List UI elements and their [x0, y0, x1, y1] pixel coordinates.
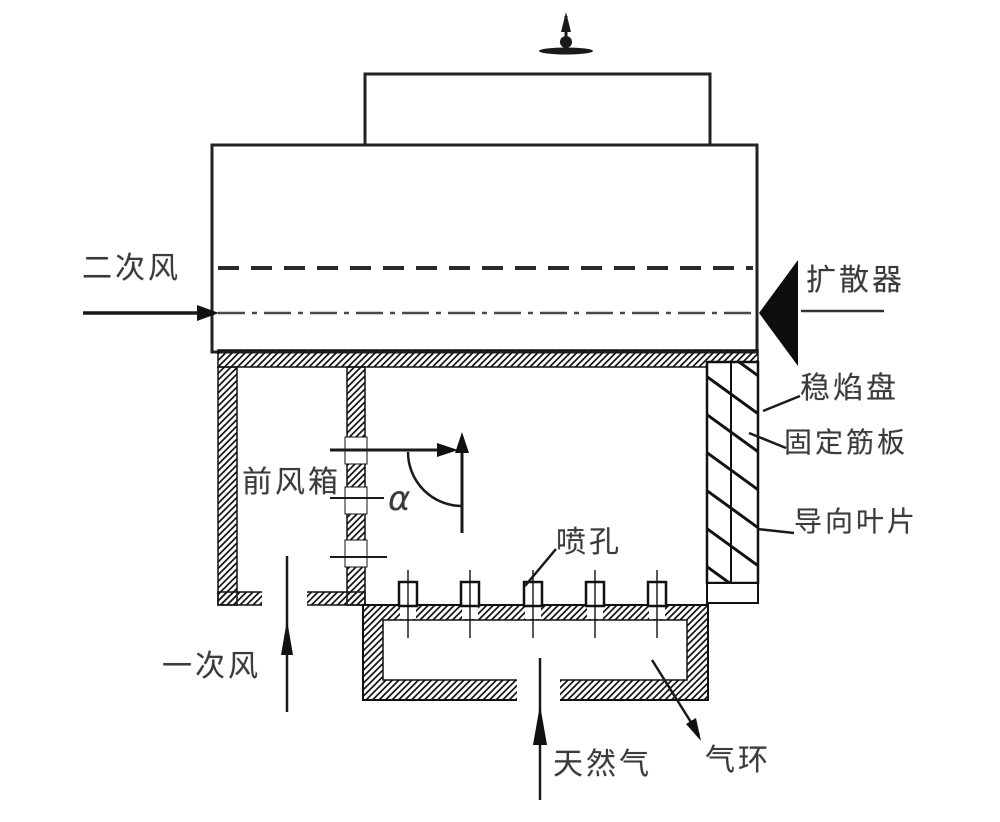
primary-air-arrow	[281, 556, 293, 712]
label-nozzle-holes: 喷孔	[556, 525, 622, 560]
label-fixed-rib-plate: 固定筋板	[784, 426, 909, 459]
natural-gas-arrow	[533, 658, 547, 800]
casing-front-plate	[217, 349, 759, 368]
vane-hatch-lines	[707, 362, 758, 583]
top-flow-marker-icon	[539, 12, 593, 55]
label-flame-stabilizer-disk: 稳焰盘	[800, 371, 899, 406]
gas-ring-body	[362, 604, 709, 702]
nozzle-holes-leader-line	[524, 548, 557, 587]
label-primary-air: 一次风	[162, 649, 261, 684]
front-wind-box-walls	[217, 366, 368, 607]
stabilizer-leader-line	[762, 394, 801, 413]
top-duct	[363, 72, 712, 147]
rib-plate-leader-line	[748, 431, 787, 450]
label-secondary-air: 二次风	[82, 251, 181, 286]
label-vane-angle: α	[388, 479, 411, 519]
label-diffuser: 扩散器	[806, 263, 905, 298]
nozzles	[397, 570, 668, 638]
guide-vane-column	[705, 360, 760, 604]
label-gas-ring: 气环	[705, 743, 771, 778]
vane-angle-construction	[330, 432, 469, 558]
diffuser-cone	[759, 260, 798, 366]
guide-vane-leader-line	[756, 527, 795, 535]
label-natural-gas: 天然气	[553, 747, 652, 782]
outer-casing	[210, 143, 759, 354]
gas-ring-leader-line	[650, 659, 701, 741]
secondary-air-arrow	[83, 305, 219, 321]
label-front-wind-box: 前风箱	[242, 465, 341, 500]
label-guide-vane: 导向叶片	[794, 505, 919, 538]
